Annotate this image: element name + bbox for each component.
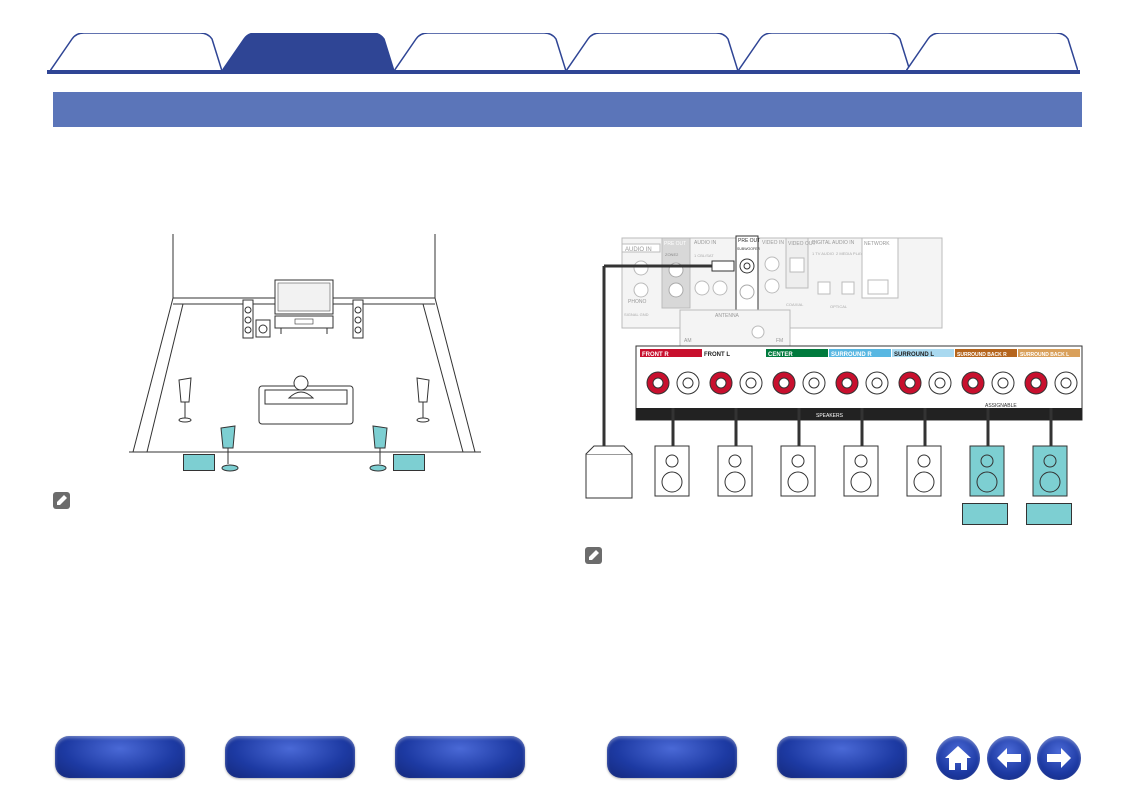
antenna-label: ANTENNA — [715, 313, 740, 319]
surround-back-left-label-box — [183, 454, 215, 471]
subwoofer-box-icon — [585, 445, 633, 499]
tab-6[interactable] — [906, 33, 1078, 71]
speaker-front-r-icon — [654, 445, 690, 497]
surround-back-right-label-box — [393, 454, 425, 471]
speaker-front-l-icon — [717, 445, 753, 497]
front-left-speaker-icon — [242, 299, 254, 339]
section-banner — [53, 92, 1082, 127]
back-button[interactable] — [987, 736, 1031, 780]
tv-audio-label: 1 TV AUDIO — [812, 251, 834, 256]
subwoofer-label: SUBWOOFER — [737, 247, 760, 251]
rear-panel: AUDIO IN PHONO PRE OUT ZONE2 AUDIO IN 1 … — [621, 235, 943, 347]
audio-in-label: AUDIO IN — [625, 247, 652, 253]
room-layout-diagram — [129, 234, 481, 472]
network-label: NETWORK — [864, 241, 890, 247]
terminal-front-r-label: FRONT R — [642, 352, 669, 358]
surround-back-left-speaker-icon — [220, 425, 239, 472]
front-right-speaker-icon — [352, 299, 364, 339]
terminal-surround-l-label: SURROUND L — [894, 352, 934, 358]
surround-back-right-speaker-icon — [369, 425, 388, 472]
home-button[interactable] — [936, 736, 980, 780]
terminal-front-l-label: FRONT L — [704, 352, 730, 358]
note-pencil-icon — [53, 492, 70, 509]
signal-gnd-label: SIGNAL GND — [624, 312, 649, 317]
back-arrow-icon — [997, 748, 1021, 768]
chapter-tabs — [0, 0, 1135, 75]
cbl-sat-label: 1 CBL/SAT — [694, 253, 714, 258]
phono-label: PHONO — [628, 299, 646, 305]
tab-underline — [47, 70, 1080, 74]
bottom-nav-button-2[interactable] — [225, 736, 355, 778]
terminal-center-label: CENTER — [768, 352, 793, 358]
surround-back-l-label-box — [1026, 503, 1072, 525]
forward-arrow-icon — [1047, 748, 1071, 768]
bottom-nav-button-5[interactable] — [777, 736, 907, 778]
speaker-terminal-block: SPEAKERS ASSIGNABLE FRONT R FRONT L CENT… — [635, 345, 1083, 421]
tab-2-active[interactable] — [222, 33, 394, 71]
note-pencil-icon-2 — [585, 547, 602, 564]
speaker-center-icon — [780, 445, 816, 497]
coaxial-label: COAXIAL — [786, 302, 804, 307]
tab-5[interactable] — [738, 33, 910, 71]
speaker-surround-r-icon — [843, 445, 879, 497]
digital-audio-in-label: DIGITAL AUDIO IN — [812, 240, 855, 246]
tab-1[interactable] — [50, 33, 222, 71]
zone2-label: ZONE2 — [665, 252, 679, 257]
speaker-surround-back-l-icon — [1032, 445, 1068, 497]
fm-label: FM — [776, 338, 783, 344]
terminal-pairs — [646, 371, 1078, 395]
audio-in-label-2: AUDIO IN — [694, 240, 717, 246]
speaker-surround-l-icon — [906, 445, 942, 497]
media-player-label: 2 MEDIA PLAYER — [836, 251, 868, 256]
terminal-surround-back-l-label: SURROUND BACK L — [1020, 352, 1069, 358]
assignable-label: ASSIGNABLE — [985, 403, 1017, 409]
video-out-label: VIDEO OUT — [788, 241, 816, 247]
optical-label: OPTICAL — [830, 304, 848, 309]
surround-right-speaker-icon — [416, 377, 430, 423]
video-in-label: VIDEO IN — [762, 240, 784, 246]
tab-4[interactable] — [566, 33, 738, 71]
pre-out-label: PRE OUT — [664, 241, 686, 247]
subwoofer-cable — [602, 260, 735, 454]
speaker-surround-back-r-icon — [969, 445, 1005, 497]
tab-3[interactable] — [394, 33, 566, 71]
bottom-nav-button-3[interactable] — [395, 736, 525, 778]
pre-out-sub-label: PRE OUT — [738, 238, 760, 244]
surround-back-r-label-box — [962, 503, 1008, 525]
subwoofer-icon — [255, 319, 271, 338]
sofa-icon — [258, 375, 354, 425]
surround-left-speaker-icon — [178, 377, 192, 423]
bottom-nav-button-4[interactable] — [607, 736, 737, 778]
rear-panel-connection-diagram: AUDIO IN PHONO PRE OUT ZONE2 AUDIO IN 1 … — [585, 235, 1083, 499]
speaker-cables — [671, 408, 1053, 446]
tv-icon — [274, 279, 334, 334]
speakers-label: SPEAKERS — [816, 413, 844, 419]
home-icon — [945, 746, 971, 770]
terminal-surround-r-label: SURROUND R — [831, 352, 872, 358]
bottom-nav-button-1[interactable] — [55, 736, 185, 778]
terminal-surround-back-r-label: SURROUND BACK R — [957, 352, 1007, 358]
forward-button[interactable] — [1037, 736, 1081, 780]
am-label: AM — [684, 338, 692, 344]
